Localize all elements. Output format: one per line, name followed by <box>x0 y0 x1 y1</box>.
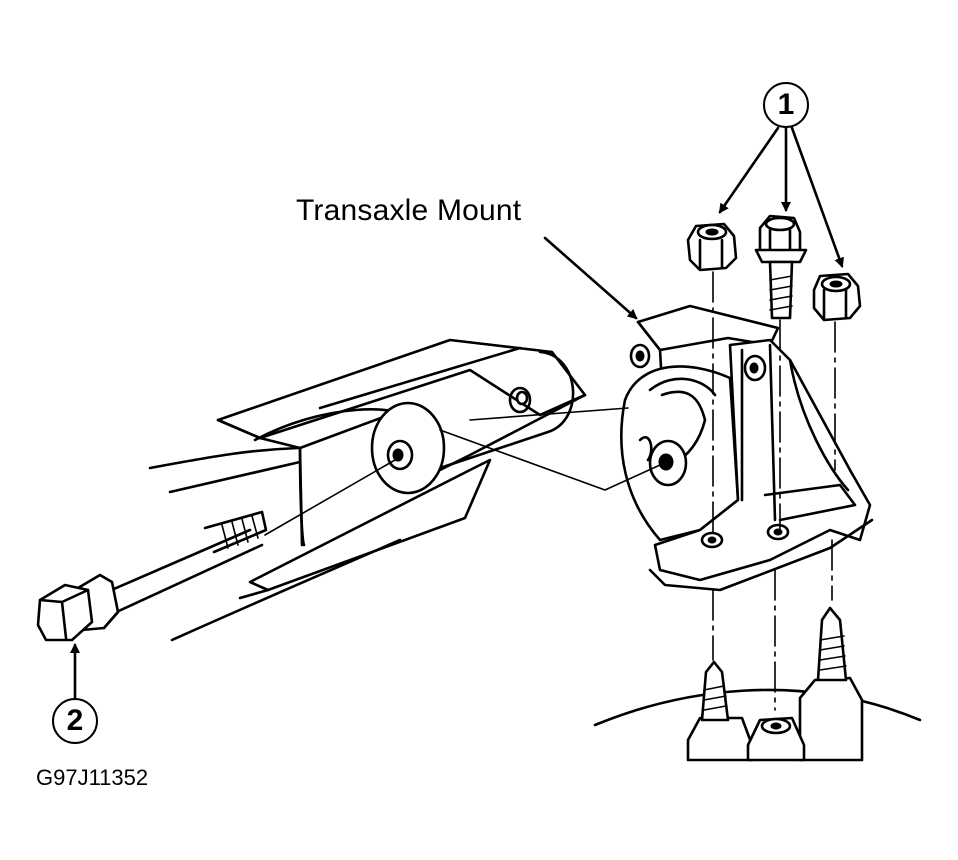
transaxle-mount <box>620 304 874 592</box>
subframe-bracket <box>148 338 587 642</box>
through-bolt <box>36 510 268 642</box>
callout-1-number: 1 <box>777 88 795 121</box>
figure-id: G97J11352 <box>36 765 149 790</box>
callout-2-number: 2 <box>66 704 84 737</box>
leader-arrows <box>70 126 844 700</box>
mount-nut-right <box>812 272 862 322</box>
alignment-lines <box>264 271 836 711</box>
callout-1: 1 <box>763 82 809 128</box>
body-studs <box>593 606 922 762</box>
part-label-transaxle-mount: Transaxle Mount <box>296 194 522 227</box>
mount-nut-left <box>686 222 738 272</box>
callout-2: 2 <box>52 698 98 744</box>
mount-bolt-center <box>754 214 808 320</box>
pivot-sleeve <box>253 401 446 495</box>
